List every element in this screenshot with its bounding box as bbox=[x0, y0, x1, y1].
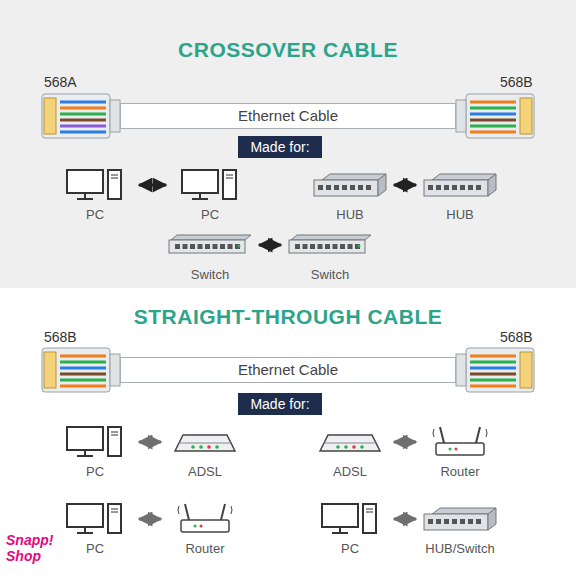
made-for-box: Made for: bbox=[238, 136, 321, 158]
made-for-box: Made for: bbox=[238, 393, 321, 415]
pc-icon bbox=[170, 166, 250, 204]
switch-icon bbox=[165, 226, 255, 264]
device-node: Router bbox=[420, 423, 500, 479]
rj45-plug bbox=[42, 94, 120, 138]
watermark: Snapp! Shop bbox=[6, 532, 58, 564]
double-arrow bbox=[394, 518, 416, 521]
device-label: ADSL bbox=[165, 464, 245, 479]
rj45-plug bbox=[456, 348, 534, 392]
device-node: PC bbox=[55, 500, 135, 556]
device-label: PC bbox=[170, 207, 250, 222]
pc-icon bbox=[55, 500, 135, 538]
double-arrow bbox=[139, 518, 161, 521]
device-label: HUB/Switch bbox=[420, 541, 500, 556]
cable-label: Ethernet Cable bbox=[121, 358, 455, 382]
double-arrow bbox=[139, 184, 166, 187]
device-label: HUB bbox=[420, 207, 500, 222]
section-title: STRAIGHT-THROUGH CABLE bbox=[0, 305, 576, 329]
device-node: PC bbox=[55, 166, 135, 222]
device-node: HUB bbox=[420, 166, 500, 222]
device-label: PC bbox=[55, 207, 135, 222]
device-node: HUB/Switch bbox=[420, 500, 500, 556]
rj45-plug bbox=[42, 348, 120, 392]
ethernet-cable: Ethernet Cable bbox=[120, 357, 456, 383]
device-label: PC bbox=[310, 541, 390, 556]
wiring-standard: 568B bbox=[44, 329, 77, 345]
device-node: HUB bbox=[310, 166, 390, 222]
double-arrow bbox=[259, 244, 281, 247]
double-arrow bbox=[394, 184, 416, 187]
device-label: Router bbox=[165, 541, 245, 556]
device-node: PC bbox=[55, 423, 135, 479]
router-icon bbox=[420, 423, 500, 461]
device-label: PC bbox=[55, 464, 135, 479]
router-icon bbox=[165, 500, 245, 538]
device-node: Switch bbox=[285, 226, 375, 282]
section-band: STRAIGHT-THROUGH CABLE Ethernet CableMade… bbox=[0, 288, 576, 576]
pc-icon bbox=[310, 500, 390, 538]
made-for-label: Made for: bbox=[250, 138, 309, 156]
device-label: ADSL bbox=[310, 464, 390, 479]
top-panel bbox=[0, 0, 576, 288]
rj45-plug bbox=[456, 94, 534, 138]
ethernet-cable: Ethernet Cable bbox=[120, 103, 456, 129]
pc-icon bbox=[55, 423, 135, 461]
adsl-icon bbox=[310, 423, 390, 461]
double-arrow bbox=[394, 441, 416, 444]
adsl-icon bbox=[165, 423, 245, 461]
device-node: PC bbox=[170, 166, 250, 222]
device-node: PC bbox=[310, 500, 390, 556]
device-label: PC bbox=[55, 541, 135, 556]
device-label: HUB bbox=[310, 207, 390, 222]
wiring-standard: 568B bbox=[500, 74, 533, 90]
device-label: Switch bbox=[285, 267, 375, 282]
section-title: CROSSOVER CABLE bbox=[0, 38, 576, 62]
hubswitch-icon bbox=[420, 500, 500, 538]
device-node: ADSL bbox=[165, 423, 245, 479]
section-band: CROSSOVER CABLE Ethernet CableMade for: PC… bbox=[0, 0, 576, 288]
device-node: Router bbox=[165, 500, 245, 556]
pc-icon bbox=[55, 166, 135, 204]
hub-icon bbox=[420, 166, 500, 204]
wiring-standard: 568B bbox=[500, 329, 533, 345]
made-for-label: Made for: bbox=[250, 395, 309, 413]
device-node: Switch bbox=[165, 226, 255, 282]
cable-label: Ethernet Cable bbox=[121, 104, 455, 128]
wiring-standard: 568A bbox=[44, 74, 77, 90]
device-node: ADSL bbox=[310, 423, 390, 479]
device-label: Switch bbox=[165, 267, 255, 282]
hub-icon bbox=[310, 166, 390, 204]
device-label: Router bbox=[420, 464, 500, 479]
double-arrow bbox=[139, 441, 161, 444]
switch-icon bbox=[285, 226, 375, 264]
